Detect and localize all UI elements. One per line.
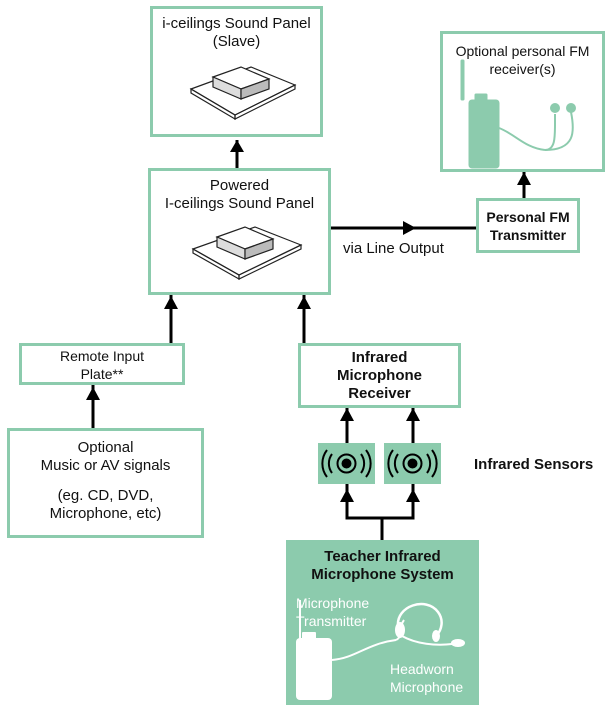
ceiling-panel-icon (191, 226, 303, 281)
earphones-icon (550, 103, 576, 113)
teacher-system-box: Teacher Infrared Microphone System Micro… (286, 540, 479, 705)
fm-transmitter-title: Personal FM (486, 209, 570, 225)
optional-music-line1: Optional (77, 439, 134, 456)
headset-icon (395, 602, 465, 647)
infrared-sensor-2 (384, 443, 441, 484)
connector-teacher-sensor1 (345, 484, 384, 540)
teacher-system-title: Teacher Infrared (324, 548, 441, 565)
optional-music-box: Optional Music or AV signals (eg. CD, DV… (7, 428, 204, 538)
fm-receiver-subtitle: receiver(s) (489, 61, 556, 77)
headworn-label-line2: Microphone (390, 679, 464, 695)
optional-music-line3: (eg. CD, DVD, (57, 487, 154, 504)
arrowhead-up (164, 296, 178, 309)
ir-receiver-line3: Receiver (348, 385, 411, 402)
optional-music-line2: Music or AV signals (40, 457, 171, 474)
powered-panel-title: Powered (209, 177, 270, 194)
fm-receiver-icon (460, 59, 576, 169)
infrared-sensor-1 (318, 443, 375, 484)
remote-input-subtitle: Plate** (80, 366, 124, 382)
ir-receiver-box: Infrared Microphone Receiver (298, 343, 461, 408)
microphone-transmitter-icon (296, 600, 405, 700)
fm-receiver-title: Optional personal FM (455, 43, 590, 59)
arrowhead-right (403, 221, 416, 235)
slave-panel-subtitle: (Slave) (212, 33, 261, 50)
optional-music-line4: Microphone, etc) (49, 505, 162, 522)
transmitter-label-line2: Transmitter (296, 613, 367, 629)
headworn-label-line1: Headworn (390, 661, 454, 677)
teacher-system-subtitle: Microphone System (311, 566, 454, 583)
ir-receiver-line2: Microphone (337, 367, 422, 384)
arrowhead-up (340, 489, 354, 502)
transmitter-label-line1: Microphone (296, 595, 370, 611)
arrowhead-up (406, 408, 420, 421)
slave-panel-title: i-ceilings Sound Panel (162, 15, 311, 32)
infrared-sensor-icon (387, 449, 438, 478)
infrared-sensors-label: Infrared Sensors (474, 456, 594, 473)
remote-input-box: Remote Input Plate** (19, 343, 185, 385)
arrowhead-up (406, 489, 420, 502)
remote-input-title: Remote Input (59, 348, 145, 364)
arrowhead-up (230, 140, 244, 152)
slave-panel-box: i-ceilings Sound Panel (Slave) (150, 6, 323, 137)
arrowhead-up (86, 387, 100, 400)
fm-transmitter-subtitle: Transmitter (489, 227, 567, 243)
line-output-label: via Line Output (343, 240, 444, 257)
arrowhead-up (517, 172, 531, 185)
arrowhead-up (297, 296, 311, 309)
arrowhead-up (340, 408, 354, 421)
powered-panel-subtitle: I-ceilings Sound Panel (164, 195, 315, 212)
fm-receiver-box: Optional personal FM receiver(s) (440, 31, 605, 172)
fm-transmitter-box: Personal FM Transmitter (476, 198, 580, 253)
ir-receiver-line1: Infrared (351, 349, 408, 366)
powered-panel-box: Powered I-ceilings Sound Panel (148, 168, 331, 295)
ceiling-panel-icon (189, 66, 297, 121)
infrared-sensor-icon (321, 449, 372, 478)
